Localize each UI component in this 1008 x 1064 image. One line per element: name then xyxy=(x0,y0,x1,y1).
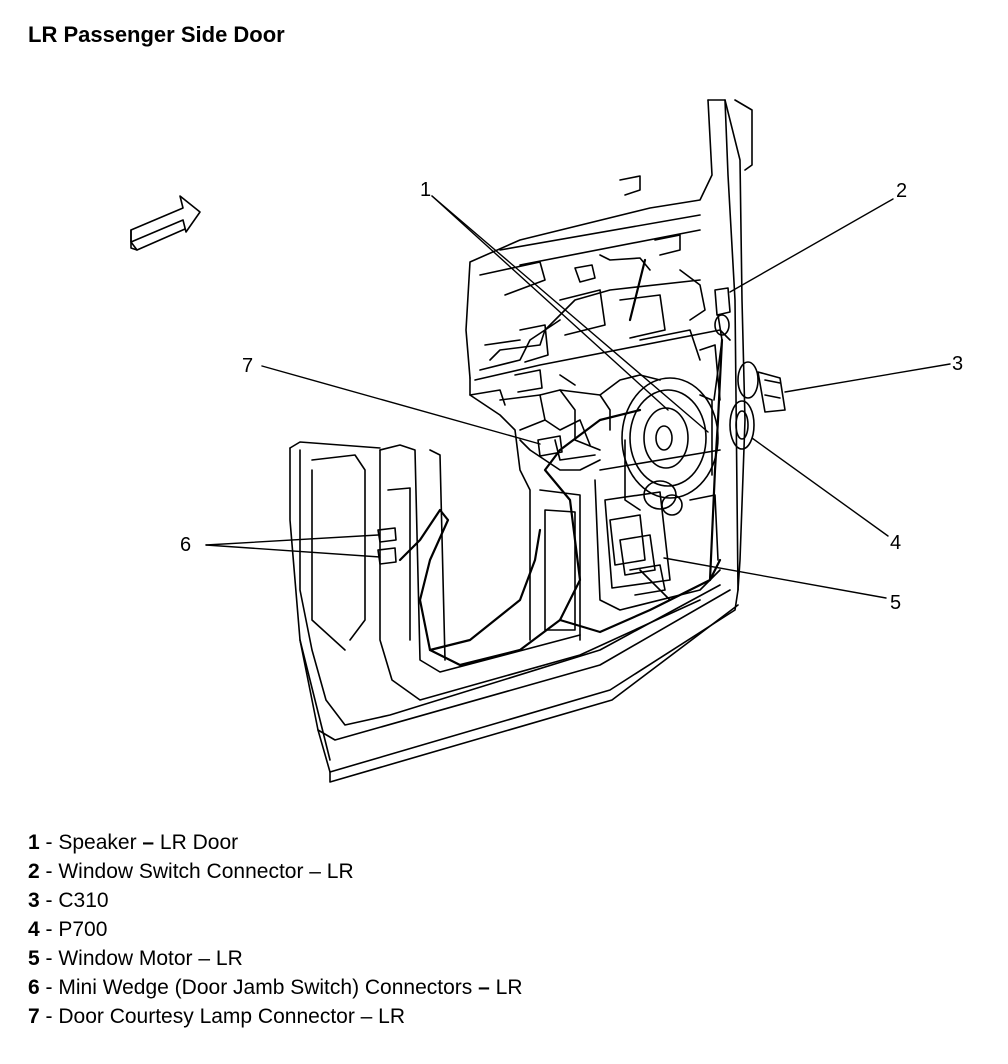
legend-item: 2 - Window Switch Connector – LR xyxy=(28,857,523,886)
legend-text: - Window Motor – LR xyxy=(39,947,243,970)
callout-2: 2 xyxy=(896,180,907,202)
legend-item: 5 - Window Motor – LR xyxy=(28,944,523,973)
legend-text-end: LR xyxy=(489,976,523,999)
diagram-title: LR Passenger Side Door xyxy=(28,22,285,47)
legend-number: 5 xyxy=(28,947,40,970)
wiring-harness xyxy=(398,258,724,667)
door-shell xyxy=(289,99,753,783)
legend-dash: – xyxy=(478,976,490,999)
connector-c310 xyxy=(737,361,786,413)
legend-text: - Speaker xyxy=(39,831,143,854)
legend-item: 1 - Speaker – LR Door xyxy=(28,828,523,857)
legend-item: 6 - Mini Wedge (Door Jamb Switch) Connec… xyxy=(28,973,523,1002)
legend-number: 2 xyxy=(28,860,40,883)
legend-item: 3 - C310 xyxy=(28,886,523,915)
legend-list: 1 - Speaker – LR Door 2 - Window Switch … xyxy=(28,828,523,1031)
callout-4: 4 xyxy=(890,532,901,554)
callout-7: 7 xyxy=(242,355,253,377)
jamb-switch-connectors xyxy=(377,527,397,565)
door-inner-frame xyxy=(469,175,731,641)
callout-5: 5 xyxy=(890,592,901,614)
legend-text: - Mini Wedge (Door Jamb Switch) Connecto… xyxy=(39,976,479,999)
legend-item: 7 - Door Courtesy Lamp Connector – LR xyxy=(28,1002,523,1031)
connector-p700 xyxy=(729,400,755,450)
courtesy-lamp-connector xyxy=(537,435,563,457)
speaker xyxy=(621,377,719,511)
legend-number: 3 xyxy=(28,889,40,912)
legend-text: - C310 xyxy=(39,889,109,912)
legend-dash: – xyxy=(142,831,155,854)
door-diagram: 1 2 3 4 5 6 7 xyxy=(130,99,963,783)
legend-number: 7 xyxy=(28,1005,40,1028)
window-switch-connector xyxy=(713,287,731,401)
legend-number: 6 xyxy=(28,976,40,999)
legend-number: 4 xyxy=(28,918,40,941)
legend-text: - P700 xyxy=(39,918,108,941)
window-motor xyxy=(604,480,683,601)
callout-3: 3 xyxy=(952,353,963,375)
leader-lines xyxy=(205,195,951,599)
legend-text-end: LR Door xyxy=(154,831,239,854)
callout-6: 6 xyxy=(180,534,191,556)
callout-1: 1 xyxy=(420,179,431,201)
legend-item: 4 - P700 xyxy=(28,915,523,944)
direction-arrow-icon xyxy=(130,195,201,251)
legend-text: - Window Switch Connector – LR xyxy=(39,860,354,883)
legend-text: - Door Courtesy Lamp Connector – LR xyxy=(39,1005,406,1028)
legend-number: 1 xyxy=(28,831,40,854)
